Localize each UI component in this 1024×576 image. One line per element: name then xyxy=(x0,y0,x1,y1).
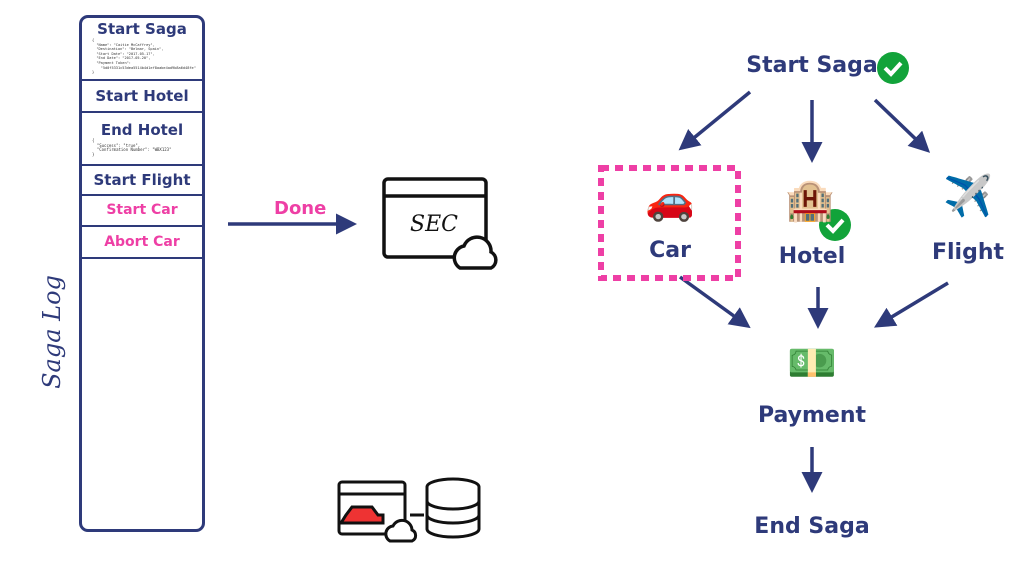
payment-node: Payment xyxy=(757,403,867,428)
check-icon-hotel xyxy=(819,209,851,241)
arrow-to-car xyxy=(678,90,752,151)
arrow-flight-payment xyxy=(874,281,949,328)
log-entry-start-flight: Start Flight xyxy=(82,166,202,196)
airplane-icon: ✈️ xyxy=(943,173,993,220)
arrow-car-payment xyxy=(678,275,751,329)
hotel-node: Hotel xyxy=(778,244,846,269)
money-icon: 💵 xyxy=(787,340,837,387)
car-icon: 🚗 xyxy=(645,177,695,224)
sec-label: SEC xyxy=(410,212,458,237)
end-saga-node: End Saga xyxy=(754,514,870,539)
car-database-icon xyxy=(337,477,481,543)
log-entry-end-hotel: End Hotel { "Success": "true", "Confirma… xyxy=(82,113,202,166)
entry-label: End Hotel xyxy=(100,121,184,139)
flight-node: Flight xyxy=(931,240,1005,265)
log-entry-start-hotel: Start Hotel xyxy=(82,81,202,113)
done-label: Done xyxy=(274,198,327,219)
start-saga-node: Start Saga xyxy=(746,53,878,78)
arrow-to-flight xyxy=(873,98,931,153)
car-node: Car xyxy=(649,238,691,263)
entry-json: { "Name": "Caitie McCaffrey", "Destinati… xyxy=(92,38,196,75)
entry-json: { "Success": "true", "Confirmation Numbe… xyxy=(92,138,172,157)
entry-label: Abort Car xyxy=(104,234,180,250)
entry-label: Start Saga xyxy=(97,20,187,38)
entry-label: Start Flight xyxy=(93,171,191,189)
hotel-icon: 🏨 xyxy=(785,177,835,224)
saga-log: Start Saga { "Name": "Caitie McCaffrey",… xyxy=(79,15,205,532)
sec-window-icon xyxy=(382,177,498,270)
log-entry-start-car: Start Car xyxy=(82,196,202,227)
entry-label: Start Hotel xyxy=(95,87,189,105)
log-entry-start-saga: Start Saga { "Name": "Caitie McCaffrey",… xyxy=(82,18,202,81)
entry-label: Start Car xyxy=(106,202,178,218)
car-aborted-dashed-box xyxy=(598,165,741,281)
check-icon-start xyxy=(877,52,909,84)
log-entry-abort-car: Abort Car xyxy=(82,227,202,259)
